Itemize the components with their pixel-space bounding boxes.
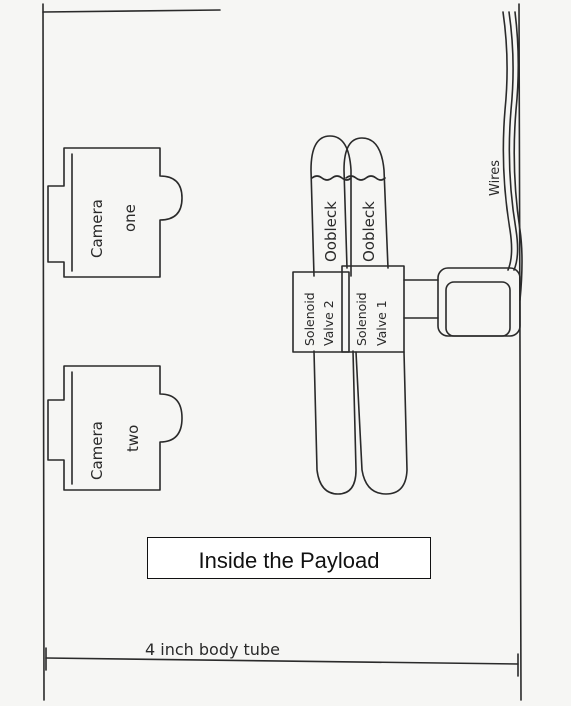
- camera-two: [47, 365, 183, 491]
- controller-inner: [445, 281, 511, 337]
- body-tube-label: 4 inch body tube: [145, 640, 280, 659]
- camera-one: [47, 147, 183, 278]
- caption-box: Inside the Payload: [147, 537, 431, 579]
- camera-two-label-1: Camera: [88, 421, 106, 480]
- body-tube-dimension-line: [45, 657, 519, 665]
- camera-two-label-2: two: [124, 425, 142, 452]
- wires: [502, 11, 523, 301]
- tube-right-wall: [518, 3, 522, 701]
- solenoid-valve-1-label-1: Solenoid: [354, 292, 369, 346]
- oobleck-label-right: Oobleck: [360, 201, 378, 262]
- valve-connector: [403, 279, 439, 319]
- tube-top-edge: [42, 9, 221, 13]
- oobleck-label-left: Oobleck: [322, 201, 340, 262]
- solenoid-valve-2-box: [292, 271, 350, 353]
- oobleck-tube-right: [343, 137, 408, 495]
- solenoid-valve-2-label-2: Valve 2: [321, 300, 336, 346]
- controller-box: [437, 267, 521, 337]
- solenoid-valve-1-label-2: Valve 1: [374, 300, 389, 346]
- solenoid-valve-1-box: [341, 265, 405, 353]
- camera-one-label-1: Camera: [88, 199, 106, 258]
- camera-one-label-2: one: [121, 204, 139, 232]
- wires-label: Wires: [488, 160, 503, 196]
- caption-text: Inside the Payload: [198, 548, 380, 573]
- tube-left-wall: [42, 3, 45, 701]
- solenoid-valve-2-label-1: Solenoid: [302, 292, 317, 346]
